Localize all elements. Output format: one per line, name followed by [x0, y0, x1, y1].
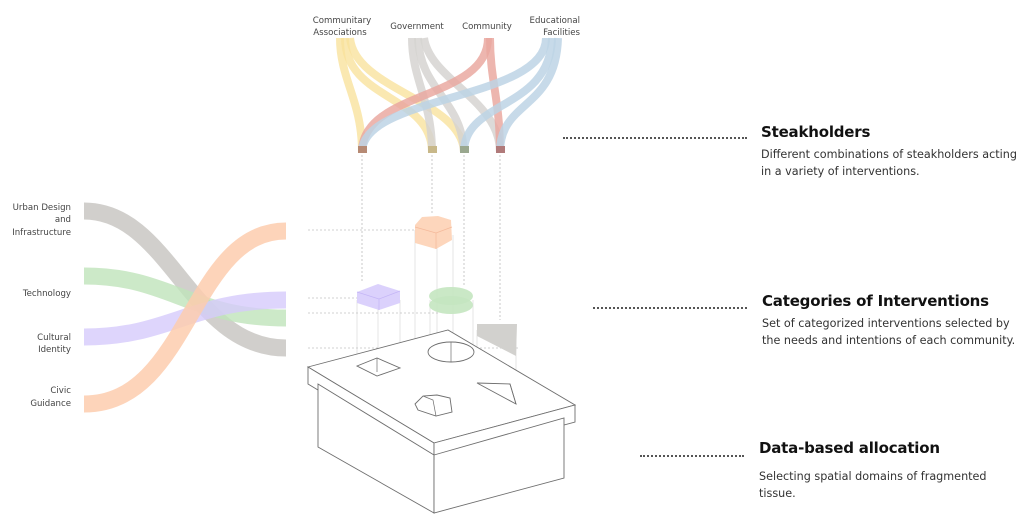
label-civic-guidance-2: Guidance	[30, 399, 71, 409]
flow-government-to-b	[408, 37, 436, 153]
label-urban-design-2: and	[55, 215, 71, 225]
flow-educational-to-a	[358, 37, 550, 153]
label-communitary-associations-1: Communitary	[313, 16, 372, 26]
section-title: Data-based allocation	[759, 439, 940, 457]
node-d	[496, 146, 505, 153]
section-title: Steakholders	[761, 123, 871, 141]
flow-civic-guidance	[83, 222, 287, 413]
label-civic-guidance-1: Civic	[50, 386, 71, 396]
vertical-guides	[361, 155, 501, 320]
stakeholder-labels: Communitary Associations Government Comm…	[313, 16, 581, 38]
flow-educational-to-c	[460, 37, 556, 153]
label-educational-facilities-2: Facilities	[543, 28, 580, 38]
flow-government-to-c	[414, 37, 468, 153]
triangle-prism-shape	[477, 324, 517, 356]
label-cultural-identity-1: Cultural	[37, 333, 71, 343]
category-flows	[83, 202, 287, 413]
section-description: Selecting spatial domains of fragmented …	[759, 470, 987, 500]
block-body-right	[433, 417, 565, 514]
ellipse-cylinder-shape	[429, 287, 473, 314]
label-government: Government	[390, 22, 444, 32]
leader-allocation	[640, 455, 744, 457]
square-prism-shape	[356, 284, 401, 310]
node-b	[428, 146, 437, 153]
section-description: Different combinations of steakholders a…	[761, 148, 1017, 178]
intervention-shapes	[356, 216, 517, 356]
stakeholder-flows	[336, 37, 562, 153]
section-categories: Categories of Interventions Set of categ…	[762, 292, 1020, 349]
label-urban-design-1: Urban Design	[13, 203, 71, 213]
section-description: Set of categorized interventions selecte…	[762, 317, 1016, 347]
label-community: Community	[462, 22, 512, 32]
section-allocation: Data-based allocation Selecting spatial …	[759, 439, 1019, 502]
category-labels: Urban Design and Infrastructure Technolo…	[12, 203, 71, 409]
base-block	[306, 329, 577, 514]
flow-educational-to-d	[496, 37, 562, 153]
hexagon-prism-shape	[414, 216, 453, 249]
leader-steakholders	[563, 137, 747, 139]
node-c	[460, 146, 469, 153]
label-technology: Technology	[22, 289, 71, 299]
section-steakholders: Steakholders Different combinations of s…	[761, 123, 1021, 180]
hole-square	[355, 357, 402, 377]
node-a	[358, 146, 367, 153]
label-communitary-associations-2: Associations	[313, 28, 367, 38]
label-educational-facilities-1: Educational	[530, 16, 580, 26]
label-cultural-identity-2: Identity	[38, 345, 71, 355]
section-title: Categories of Interventions	[762, 292, 989, 310]
flow-technology	[83, 267, 287, 327]
leader-categories	[593, 307, 747, 309]
label-urban-design-3: Infrastructure	[12, 228, 71, 238]
stakeholder-nodes	[358, 146, 505, 153]
hole-hexagon	[414, 394, 453, 417]
flow-urban-design	[83, 202, 287, 357]
